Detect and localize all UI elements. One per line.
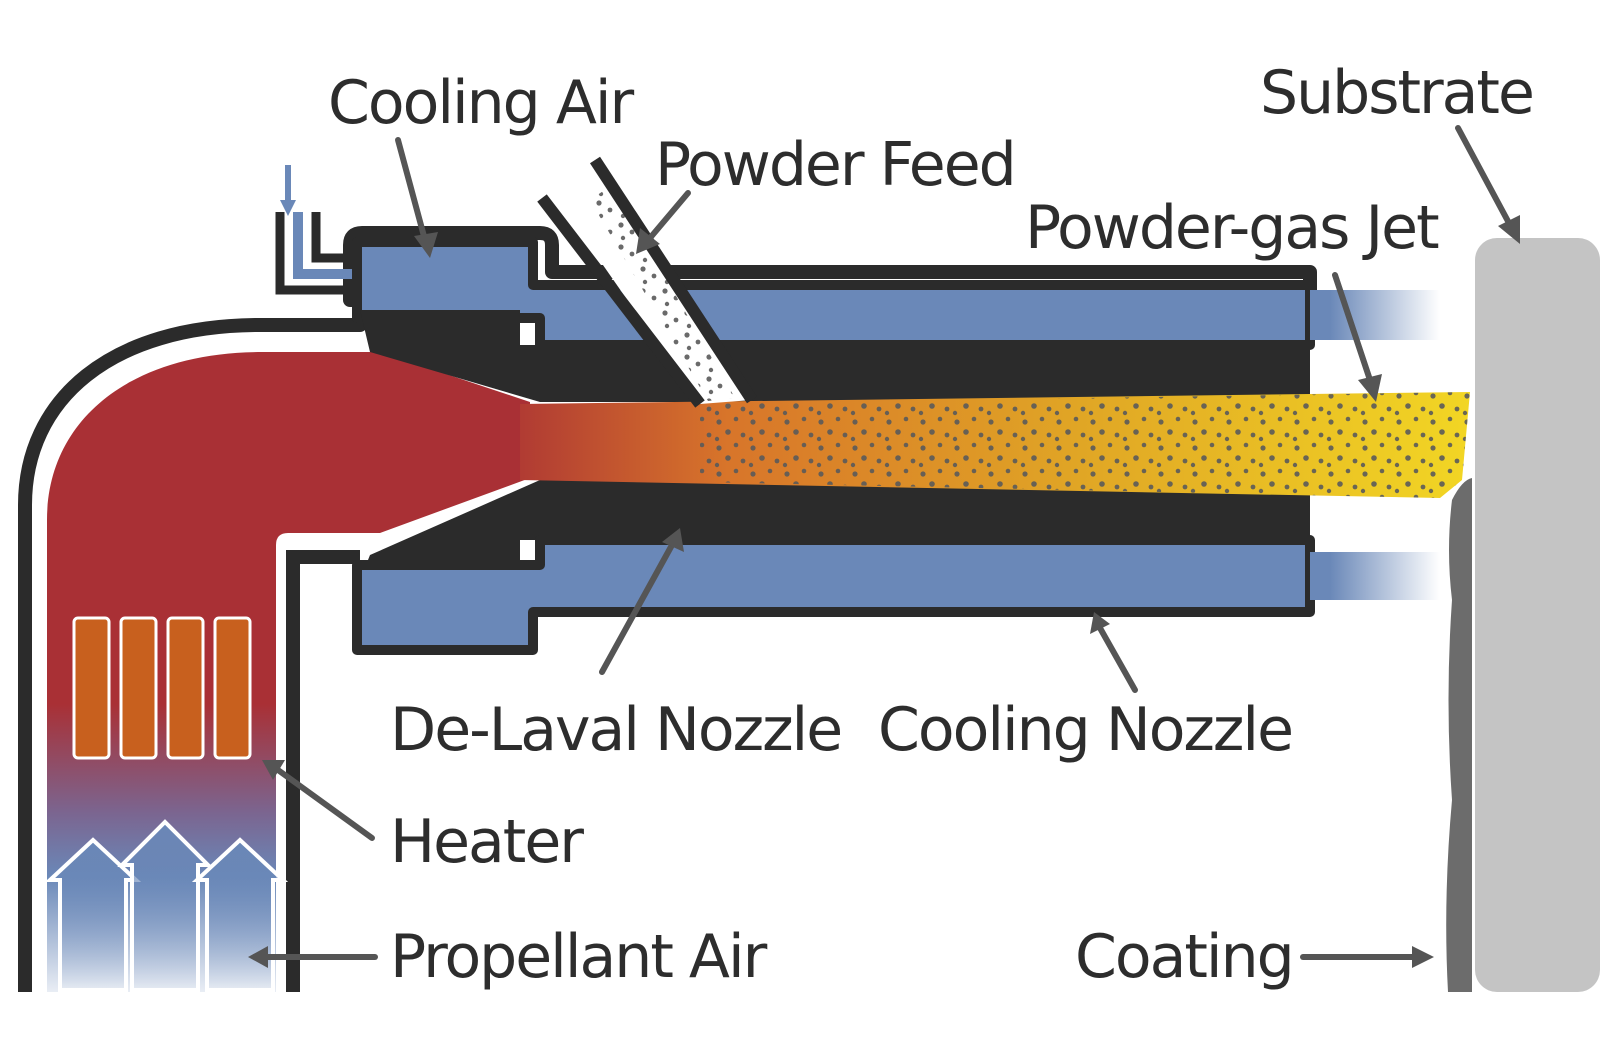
powder-feed-label: Powder Feed	[655, 130, 1015, 200]
lower-nozzle-wall	[360, 480, 1310, 580]
coating-pointer	[1300, 946, 1434, 968]
propellant-air-label: Propellant Air	[390, 922, 768, 992]
heater-pointer	[262, 760, 375, 841]
powder-feed-tube	[537, 156, 758, 408]
propellant-up-arrows	[44, 819, 289, 992]
cooling-air-pointer	[395, 137, 438, 258]
substrate-block	[1475, 238, 1600, 992]
cooling-air-inlet	[275, 165, 352, 295]
powder-gas-jet-label: Powder-gas Jet	[1025, 193, 1439, 263]
de-laval-nozzle-pointer	[599, 528, 684, 675]
coating-label: Coating	[1075, 922, 1293, 992]
substrate-pointer	[1455, 125, 1520, 244]
powder-feed-pointer	[636, 190, 691, 254]
cooling-nozzle-label: Cooling Nozzle	[878, 695, 1292, 765]
heater-elements	[72, 616, 252, 760]
heater-label: Heater	[390, 807, 584, 877]
substrate-label: Substrate	[1260, 58, 1533, 128]
propellant-air-pointer	[248, 946, 378, 968]
coating-layer	[1446, 478, 1472, 992]
upper-nozzle-wall	[360, 310, 1310, 402]
powder-gas-jet	[520, 392, 1470, 498]
lower-cooling-jacket	[352, 535, 1450, 655]
cooling-air-label: Cooling Air	[328, 68, 635, 138]
cooling-nozzle-pointer	[1090, 612, 1138, 693]
powder-gas-jet-pointer	[1332, 272, 1382, 402]
de-laval-nozzle-label: De-Laval Nozzle	[390, 695, 841, 765]
